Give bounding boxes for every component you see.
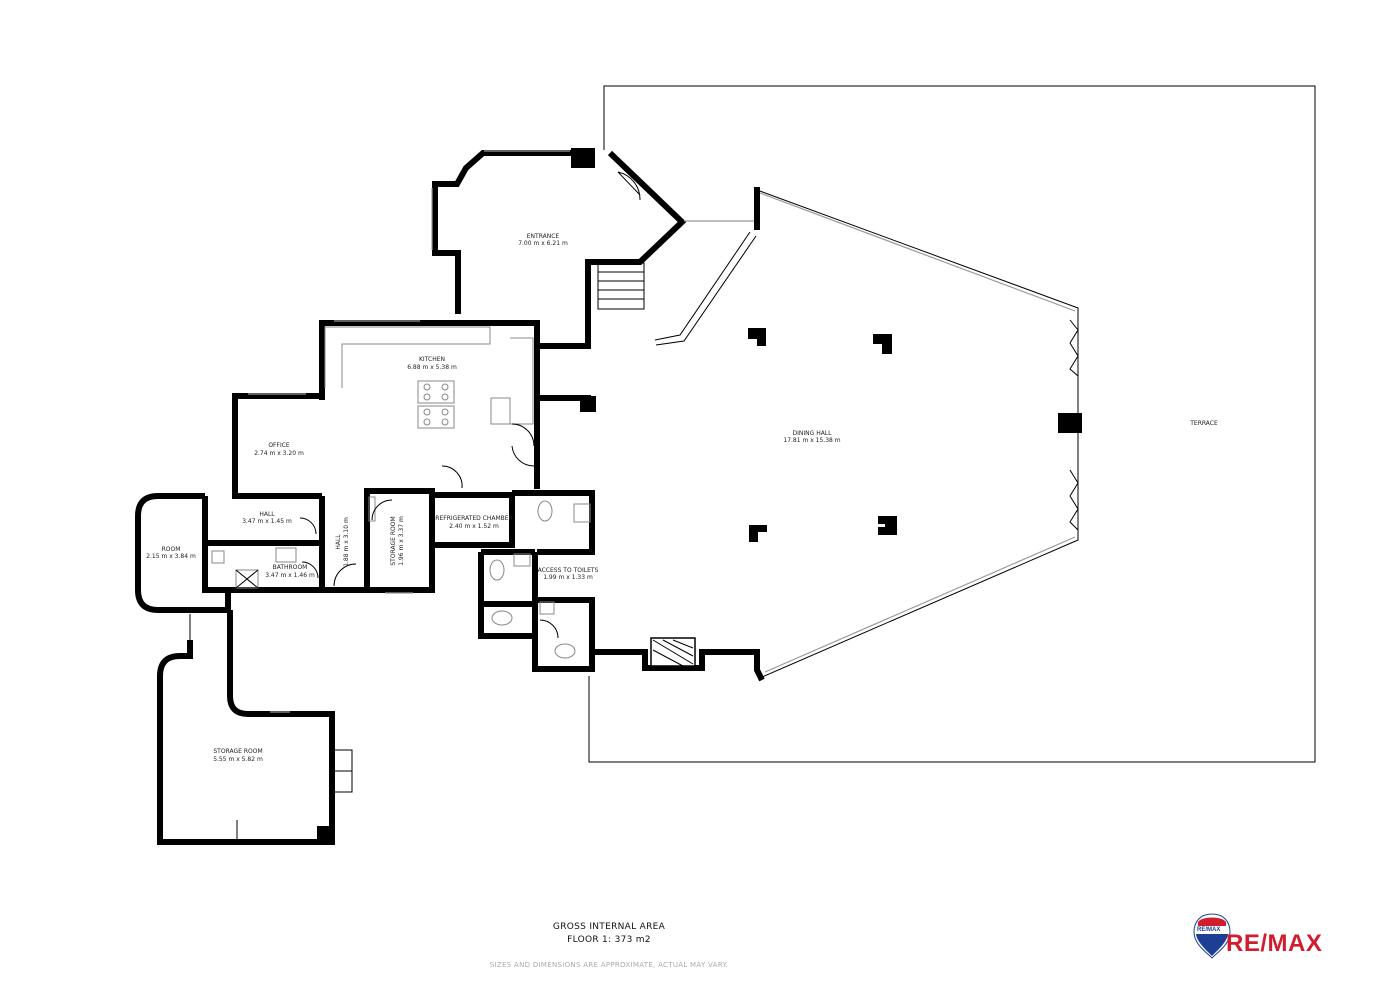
room-labels: ENTRANCE 7.00 m x 6.21 m KITCHEN 6.88 m …	[146, 233, 1218, 763]
stairs	[597, 262, 645, 310]
disclaimer-text: SIZES AND DIMENSIONS ARE APPROXIMATE, AC…	[489, 961, 729, 969]
office-label: OFFICE	[268, 442, 290, 449]
storage-large-dims: 5.55 m x 5.82 m	[213, 756, 263, 763]
toilets-label: ACCESS TO TOILETS	[538, 567, 599, 574]
dining-hall-walls	[592, 187, 1082, 682]
hall-label: HALL	[259, 511, 275, 518]
hall-vertical-label: HALL	[335, 534, 342, 550]
balloon-icon	[1193, 913, 1231, 959]
terrace-outline	[588, 85, 1316, 763]
hall-dims: 3.47 m x 1.45 m	[242, 518, 292, 525]
storage-large-label: STORAGE ROOM	[213, 748, 262, 755]
remax-brand: RE/MAX	[1226, 930, 1323, 957]
dining-hall-label: DINING HALL	[793, 430, 833, 437]
kitchen-label: KITCHEN	[419, 356, 445, 363]
entrance-walls	[431, 148, 756, 314]
hall-vertical-dims: 1.88 m x 3.10 m	[343, 517, 350, 567]
office-walls	[232, 393, 325, 499]
toilets-dims: 1.99 m x 1.33 m	[543, 574, 593, 581]
room-label: ROOM	[162, 546, 181, 553]
room-dims: 2.15 m x 3.84 m	[146, 553, 196, 560]
balloon-label: RE/MAX	[1197, 927, 1221, 933]
storage-small-dims: 1.96 m x 3.37 m	[398, 516, 405, 566]
entrance-dims: 7.00 m x 6.21 m	[518, 240, 568, 247]
storage-small-label: STORAGE ROOM	[390, 516, 397, 565]
kitchen-dims: 6.88 m x 5.38 m	[407, 364, 457, 371]
storage-large-walls	[157, 610, 353, 845]
bathroom-dims: 3.47 m x 1.46 m	[265, 572, 315, 579]
gross-area-title: GROSS INTERNAL AREA	[552, 922, 666, 932]
refrigerated-walls	[432, 492, 515, 548]
toilets-walls	[478, 490, 595, 672]
refrigerated-dims: 2.40 m x 1.52 m	[449, 523, 499, 530]
gross-area-value: FLOOR 1: 373 m2	[567, 935, 651, 945]
dining-hall-dims: 17.81 m x 15.38 m	[783, 437, 840, 444]
office-dims: 2.74 m x 3.20 m	[254, 450, 304, 457]
kitchen-walls	[319, 314, 596, 489]
entrance-label: ENTRANCE	[527, 233, 560, 240]
hall-bathroom-walls	[202, 496, 325, 593]
room-walls	[135, 493, 231, 640]
terrace-label: TERRACE	[1189, 420, 1218, 427]
hall-storage-walls	[322, 488, 435, 594]
remax-logo	[1192, 912, 1342, 960]
bathroom-label: BATHROOM	[273, 564, 308, 571]
refrigerated-label: REFRIGERATED CHAMBER	[435, 515, 512, 522]
